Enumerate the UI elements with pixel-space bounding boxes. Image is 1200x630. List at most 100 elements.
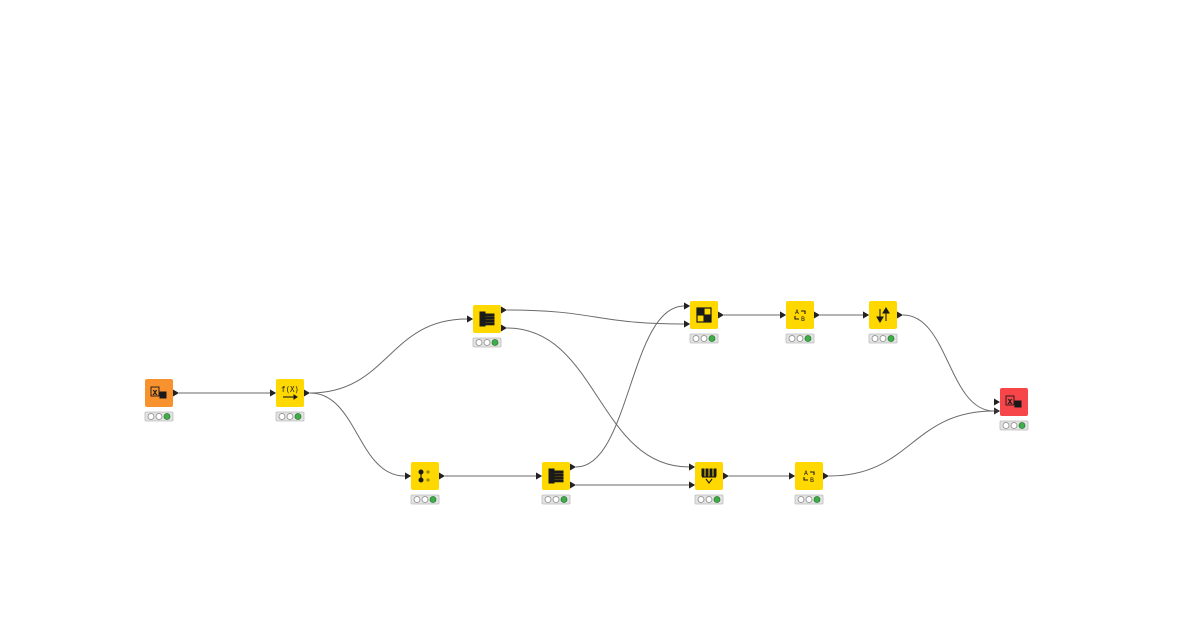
input-port[interactable] xyxy=(684,302,690,310)
status-light-executed xyxy=(713,496,721,503)
connection-row-splitter-top-to-joiner-top[interactable] xyxy=(506,309,690,328)
node-sorter[interactable] xyxy=(863,301,903,344)
string-replacer-icon: AB xyxy=(803,469,815,484)
connection-concatenate-bottom-to-string-replacer-bottom[interactable] xyxy=(728,472,795,480)
joiner-icon xyxy=(696,307,712,323)
status-light-idle xyxy=(544,496,552,503)
connection-string-replacer-bottom-to-excel-writer[interactable] xyxy=(828,407,1000,477)
status-light-idle xyxy=(1010,422,1018,429)
status-light-executed xyxy=(163,413,171,420)
input-port[interactable] xyxy=(689,463,695,471)
connection-math-formula-to-row-splitter-top[interactable] xyxy=(309,315,473,394)
output-port[interactable] xyxy=(570,481,576,489)
svg-text:A: A xyxy=(795,308,799,316)
connection-row-splitter-bottom-to-concatenate-bottom[interactable] xyxy=(576,481,695,489)
concatenate-icon xyxy=(701,468,717,484)
node-excel-writer[interactable]: x xyxy=(994,388,1029,431)
input-port[interactable] xyxy=(780,311,786,319)
excel-writer-icon: x xyxy=(1005,395,1022,408)
status-light-idle xyxy=(879,335,887,342)
node-concatenate-bottom[interactable] xyxy=(689,462,729,505)
node-body[interactable] xyxy=(786,301,814,329)
input-port[interactable] xyxy=(405,472,411,480)
connection-rule-engine-to-row-splitter-bottom[interactable] xyxy=(444,472,542,480)
svg-text:B: B xyxy=(801,315,805,323)
output-port[interactable] xyxy=(897,311,903,319)
input-port[interactable] xyxy=(684,320,690,328)
node-string-replacer-top[interactable]: AB xyxy=(780,301,820,344)
svg-text:f(X): f(X) xyxy=(281,385,299,394)
status-light-idle xyxy=(796,335,804,342)
node-row-splitter-top[interactable] xyxy=(467,305,507,348)
math-formula-icon: f(X) xyxy=(281,385,299,400)
connection-row-splitter-top-to-concatenate-bottom[interactable] xyxy=(506,327,695,471)
rule-engine-icon xyxy=(418,469,430,483)
output-port[interactable] xyxy=(173,389,179,397)
connection-string-replacer-top-to-sorter[interactable] xyxy=(820,311,869,319)
output-port[interactable] xyxy=(823,472,829,480)
node-status-indicator xyxy=(541,494,571,505)
output-port[interactable] xyxy=(814,311,820,319)
status-light-executed xyxy=(429,496,437,503)
status-light-executed xyxy=(813,496,821,503)
status-light-executed xyxy=(294,413,302,420)
svg-text:x: x xyxy=(152,388,158,398)
node-status-indicator xyxy=(694,494,724,505)
output-port[interactable] xyxy=(501,306,507,314)
string-replacer-icon: AB xyxy=(794,308,806,323)
node-row-splitter-bottom[interactable] xyxy=(536,462,576,505)
connection-sorter-to-excel-writer[interactable] xyxy=(902,314,1000,415)
input-port[interactable] xyxy=(536,472,542,480)
status-light-executed xyxy=(1018,422,1026,429)
connection-math-formula-to-rule-engine[interactable] xyxy=(309,392,411,480)
status-light-idle xyxy=(705,496,713,503)
node-status-indicator xyxy=(689,333,719,344)
node-body[interactable] xyxy=(411,462,439,490)
status-light-executed xyxy=(804,335,812,342)
row-splitter-icon xyxy=(548,468,564,484)
status-light-idle xyxy=(421,496,429,503)
node-status-indicator xyxy=(785,333,815,344)
input-port[interactable] xyxy=(863,311,869,319)
status-light-idle xyxy=(788,335,796,342)
output-port[interactable] xyxy=(723,472,729,480)
svg-text:B: B xyxy=(810,476,814,484)
node-rule-engine[interactable] xyxy=(405,462,445,505)
svg-text:x: x xyxy=(1007,397,1013,407)
node-body[interactable] xyxy=(795,462,823,490)
node-body[interactable] xyxy=(276,379,304,407)
output-port[interactable] xyxy=(718,311,724,319)
connection-arrowhead xyxy=(994,407,1000,415)
input-port[interactable] xyxy=(467,315,473,323)
status-light-executed xyxy=(491,339,499,346)
connection-joiner-top-to-string-replacer-top[interactable] xyxy=(724,311,786,319)
input-port[interactable] xyxy=(994,398,1000,406)
status-light-idle xyxy=(697,496,705,503)
node-math-formula[interactable]: f(X) xyxy=(270,379,310,422)
node-status-indicator xyxy=(794,494,824,505)
node-excel-reader[interactable]: x xyxy=(144,379,179,422)
connection-excel-reader-to-math-formula[interactable] xyxy=(179,389,276,397)
node-joiner-top[interactable] xyxy=(684,301,724,344)
input-port[interactable] xyxy=(270,389,276,397)
output-port[interactable] xyxy=(501,324,507,332)
node-string-replacer-bottom[interactable]: AB xyxy=(789,462,829,505)
row-splitter-icon xyxy=(479,311,495,327)
excel-reader-icon: x xyxy=(150,386,167,399)
input-port[interactable] xyxy=(689,481,695,489)
status-light-idle xyxy=(871,335,879,342)
status-light-idle xyxy=(552,496,560,503)
input-port[interactable] xyxy=(789,472,795,480)
output-port[interactable] xyxy=(304,389,310,397)
status-light-idle xyxy=(147,413,155,420)
output-port[interactable] xyxy=(570,463,576,471)
status-light-idle xyxy=(413,496,421,503)
node-body[interactable] xyxy=(869,301,897,329)
status-light-idle xyxy=(155,413,163,420)
node-status-indicator xyxy=(275,411,305,422)
node-body[interactable] xyxy=(695,462,723,490)
connection-row-splitter-bottom-to-joiner-top[interactable] xyxy=(575,302,690,468)
output-port[interactable] xyxy=(439,472,445,480)
